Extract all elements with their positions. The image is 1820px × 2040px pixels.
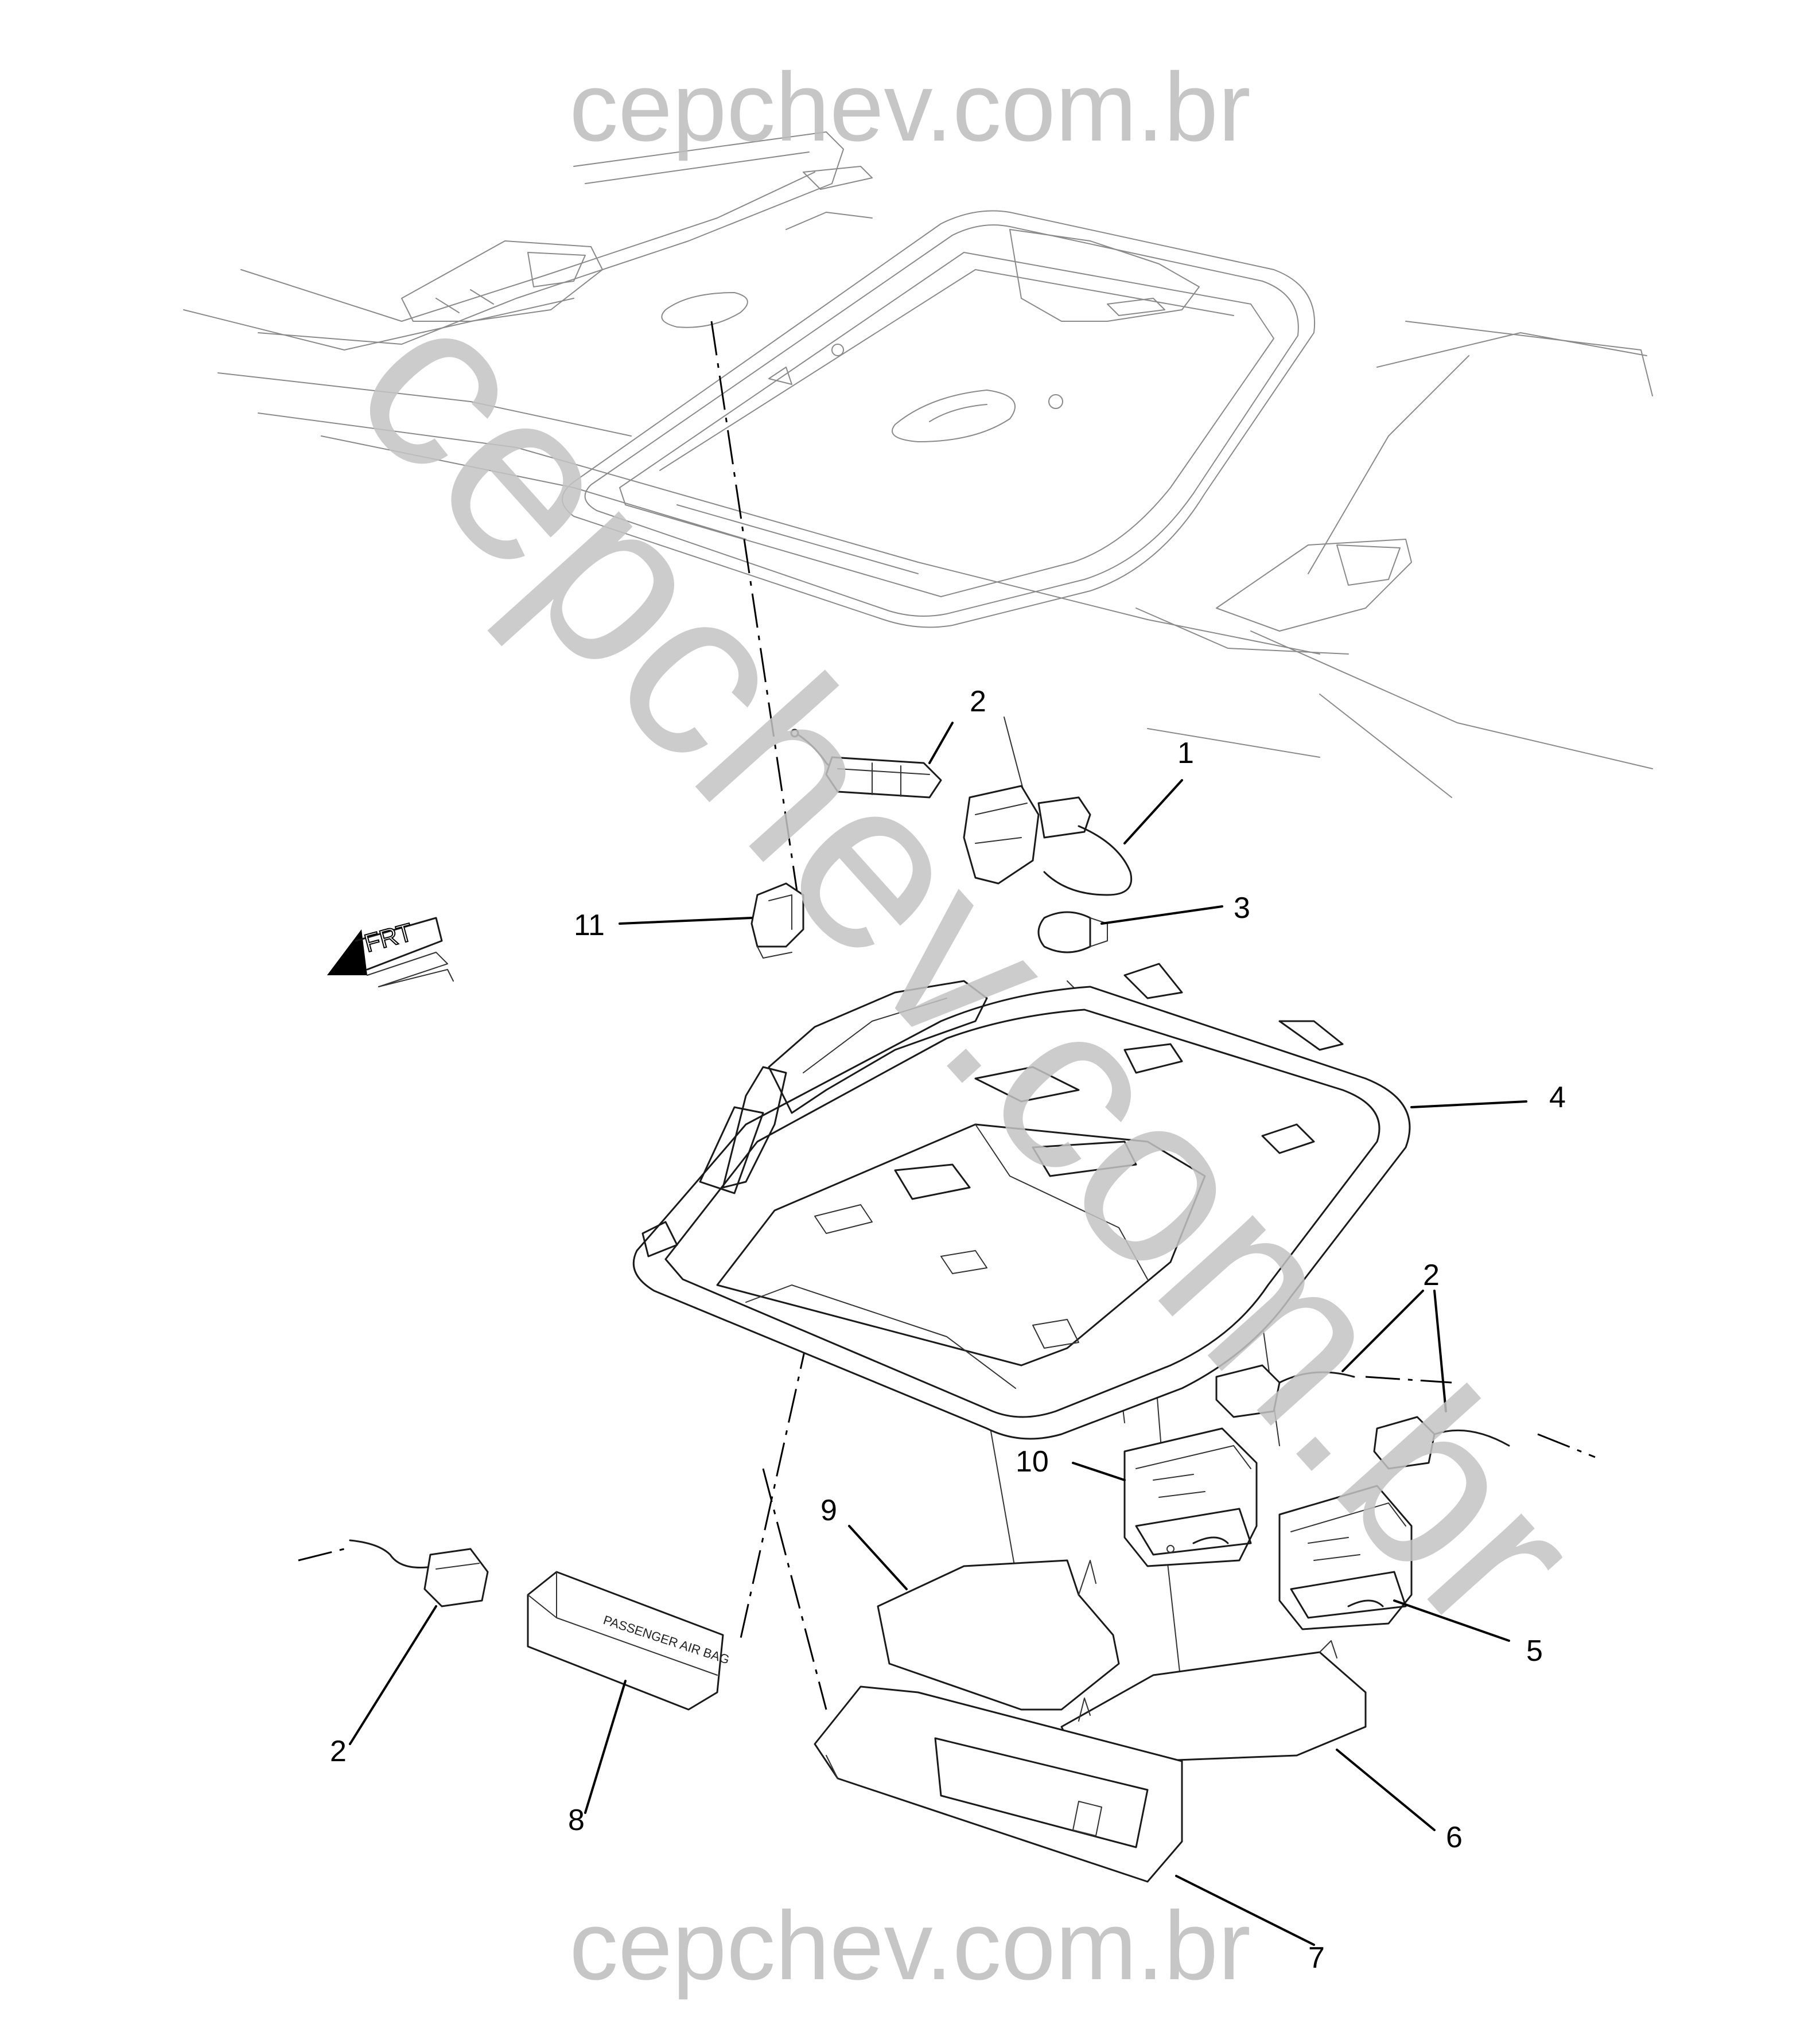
callout-6: 6 [1446,1821,1463,1854]
roof-handle-left [401,240,603,322]
front-orientation-indicator: FRT [327,917,454,987]
callout-3: 3 [1234,891,1250,925]
callout-8: 8 [568,1804,585,1837]
callout-10: 10 [1016,1445,1049,1478]
frt-label: FRT [361,918,416,957]
roof-panel-outline [183,131,1653,798]
sunroof-frame [562,210,1316,628]
roof-handle-right [1216,539,1412,632]
part-2-connector-left [349,1539,489,1607]
callout-numbers: 1 2 2 2 3 4 5 6 7 8 9 10 11 [330,685,1566,1975]
part-11-retainer-clip [750,882,804,959]
leader-lines [349,722,1527,1946]
callout-5: 5 [1526,1634,1543,1668]
callout-4: 4 [1549,1081,1566,1114]
watermark-diagonal: cepchev.com.br [304,250,1631,1681]
watermark-top: cepchev.com.br [569,53,1250,162]
watermark-bottom: cepchev.com.br [569,1891,1250,2000]
part-2-connector-top [790,729,942,799]
callout-2-left: 2 [330,1735,347,1768]
overhead-console-housing [632,963,1411,1440]
part-2-connector-right-a [1215,1364,1355,1418]
part-2-connector-right-b [1373,1416,1510,1470]
callout-2-top: 2 [970,685,986,718]
part-1-lamp-socket [963,785,1132,896]
part-8-airbag-indicator: PASSENGER AIR BAG [527,1571,731,1711]
callout-9: 9 [820,1494,837,1527]
callout-7: 7 [1308,1941,1325,1975]
part-5-switch-module [1278,1485,1413,1630]
callout-1: 1 [1177,737,1194,770]
part-7-bezel [814,1685,1183,1883]
part-3-bulb [1037,911,1108,953]
callout-2-right: 2 [1423,1259,1440,1292]
callout-11: 11 [574,909,605,942]
part-10-switch-module [1123,1427,1258,1567]
roof-rear-console [785,166,1200,322]
rear-dome-lamp-outline [661,292,1063,442]
part-9-lens [877,1559,1120,1711]
